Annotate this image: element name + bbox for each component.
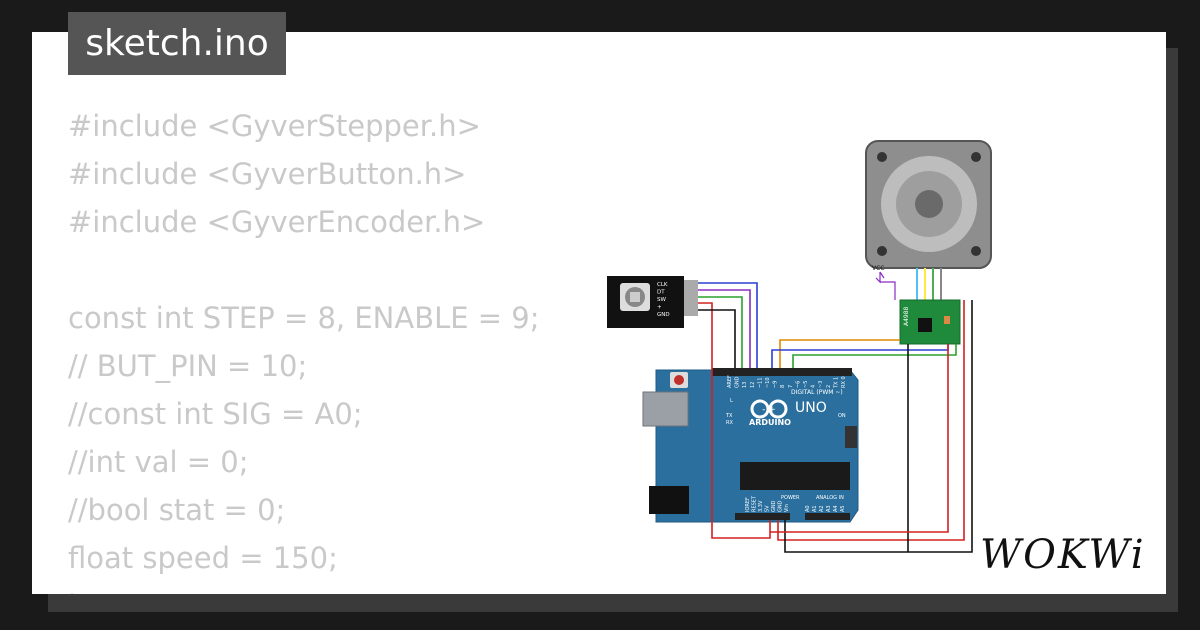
pin-label: A2 xyxy=(819,505,825,512)
driver-label: A4988 xyxy=(903,306,910,326)
code-line: const int STEP = 8, ENABLE = 9; xyxy=(68,301,540,335)
analog-header-pins xyxy=(805,513,850,520)
code-line: #include <GyverStepper.h> xyxy=(68,109,481,143)
encoder-pin-label: DT xyxy=(657,290,665,296)
encoder-pins xyxy=(684,280,698,316)
preview-card: #include <GyverStepper.h> #include <Gyver… xyxy=(32,32,1166,594)
code-line: #include <GyverButton.h> xyxy=(68,157,467,191)
atmega-chip xyxy=(740,462,850,490)
pin-label: 8 xyxy=(780,385,786,388)
pin-label: RESET xyxy=(752,495,758,512)
code-line: int ... xyxy=(68,582,628,594)
usb-port xyxy=(642,391,689,427)
arduino-uno-board: - + UNO ARDUINO DIGITAL (PWM ~) POWER AN… xyxy=(642,368,859,523)
digital-header-label: DIGITAL (PWM ~) xyxy=(791,389,843,396)
power-header-label: POWER xyxy=(781,495,800,501)
code-line: //int val = 0; xyxy=(68,445,249,479)
pin-label: GND xyxy=(778,500,784,512)
code-preview: #include <GyverStepper.h> #include <Gyver… xyxy=(68,102,628,594)
pin-label: 7 xyxy=(788,385,794,388)
svg-text:- +: - + xyxy=(762,405,776,415)
vcc-label: VCC xyxy=(872,265,884,272)
pin-label: GND xyxy=(771,500,777,512)
code-line: //const int SIG = A0; xyxy=(68,397,363,431)
power-jack xyxy=(649,486,689,514)
pin-label: AREF xyxy=(727,375,733,388)
pin-label: 12 xyxy=(750,382,756,388)
analog-header-label: ANALOG IN xyxy=(816,495,844,501)
pin-label: RX 0 xyxy=(841,376,847,388)
driver-chip xyxy=(918,318,932,332)
board-brand-label: ARDUINO xyxy=(749,418,791,427)
a4988-driver: A4988 VCC xyxy=(872,265,961,345)
encoder-pin-label: CLK xyxy=(657,282,668,288)
code-line: float speed = 150; xyxy=(68,541,338,575)
pin-label: IOREF xyxy=(745,497,751,512)
led-rx-label: RX xyxy=(726,420,733,426)
pin-label: ~10 xyxy=(765,377,771,388)
digital-header xyxy=(712,368,852,376)
pin-label: ~5 xyxy=(803,381,809,388)
power-header-pins xyxy=(735,513,790,520)
pin-label: 13 xyxy=(742,382,748,388)
wires xyxy=(698,282,973,553)
wokwi-logo-bg xyxy=(977,523,1149,581)
pin-label: TX 1 xyxy=(833,377,839,389)
pin-label: A1 xyxy=(812,505,818,512)
encoder-pin-label: + xyxy=(657,305,662,311)
pin-label: ~9 xyxy=(773,381,779,388)
sketch-filename: sketch.ino xyxy=(85,23,269,64)
encoder-pin-label: SW xyxy=(657,297,666,303)
pin-label: ~6 xyxy=(795,381,801,388)
pin-label: A5 xyxy=(840,505,846,512)
sketch-filename-tab: sketch.ino xyxy=(68,12,286,75)
encoder-pin-label: GND xyxy=(657,312,670,318)
icsp-header xyxy=(845,426,857,448)
led-on-label: ON xyxy=(838,413,846,419)
led-tx-label: TX xyxy=(725,413,733,419)
stepper-motor xyxy=(865,140,992,300)
pin-label: ~11 xyxy=(757,377,763,388)
pin-label: 3.3V xyxy=(758,500,764,512)
pin-label: Vin xyxy=(784,504,790,512)
pin-label: A4 xyxy=(833,505,839,512)
board-model-label: UNO xyxy=(795,400,827,416)
led-l-label: L xyxy=(730,398,733,404)
pin-label: 5V xyxy=(765,505,771,512)
code-line: #include <GyverEncoder.h> xyxy=(68,205,486,239)
pin-label: 2 xyxy=(826,385,832,388)
code-line: // BUT_PIN = 10; xyxy=(68,349,308,383)
pin-label: GND xyxy=(735,376,741,388)
pin-label: A0 xyxy=(805,505,811,512)
pin-label: 4 xyxy=(811,385,817,388)
pin-label: ~3 xyxy=(818,381,824,388)
wokwi-logo: WOKWi xyxy=(980,532,1146,578)
pin-label: A3 xyxy=(826,505,832,512)
code-line: //bool stat = 0; xyxy=(68,493,286,527)
